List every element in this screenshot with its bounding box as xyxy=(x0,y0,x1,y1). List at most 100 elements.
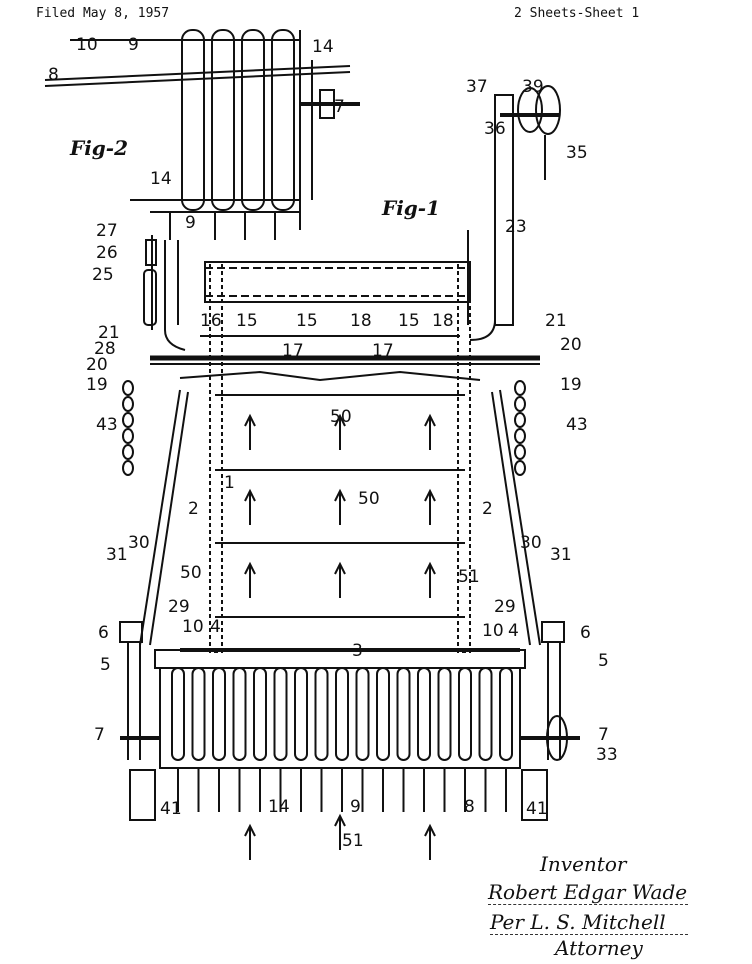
reference-numeral: 23 xyxy=(505,217,527,237)
reference-numeral: 35 xyxy=(566,143,588,163)
reference-numeral: 9 xyxy=(128,35,139,55)
reference-numeral: 8 xyxy=(48,65,59,85)
conveyor-arrows xyxy=(244,413,436,860)
reference-numeral: 14 xyxy=(312,37,334,57)
reference-numeral: 15 xyxy=(296,311,318,331)
reference-numeral: 10 xyxy=(76,35,98,55)
reference-numeral: 1 xyxy=(224,473,235,493)
reference-numeral: 15 xyxy=(398,311,420,331)
flow-arrow xyxy=(244,823,256,860)
fig2-comb-detail xyxy=(44,29,360,240)
reference-numeral: 14 xyxy=(268,797,290,817)
flow-arrow xyxy=(244,561,256,598)
chain-link xyxy=(514,380,526,396)
reference-numeral: 17 xyxy=(372,341,394,361)
drive-arm xyxy=(469,85,561,341)
flow-arrow xyxy=(424,823,436,860)
reference-numeral: 5 xyxy=(100,655,111,675)
reference-numeral: 8 xyxy=(464,797,475,817)
roller-fin xyxy=(212,667,226,761)
roller-fin xyxy=(191,667,206,761)
flow-arrow xyxy=(244,488,256,525)
reference-numeral: 3 xyxy=(352,641,363,661)
reference-numeral: 29 xyxy=(168,597,190,617)
roller-fin xyxy=(232,667,247,761)
attorney-label: Attorney xyxy=(555,936,643,960)
roller-fin xyxy=(437,667,452,761)
flow-arrow xyxy=(334,813,346,850)
reference-numeral: 33 xyxy=(596,745,618,765)
roller-fin xyxy=(417,667,431,761)
flow-arrow xyxy=(424,488,436,525)
chain-link xyxy=(122,380,134,396)
reference-numeral: 19 xyxy=(560,375,582,395)
chain-link xyxy=(514,428,526,444)
flow-arrow xyxy=(334,488,346,525)
reference-numeral: 43 xyxy=(566,415,588,435)
side-posts xyxy=(143,230,469,351)
roller-fin xyxy=(294,667,308,761)
filing-date: Filed May 8, 1957 xyxy=(36,6,170,21)
reference-numeral: 50 xyxy=(180,563,202,583)
reference-numeral: 27 xyxy=(96,221,118,241)
roller-fin xyxy=(396,667,411,761)
reference-numeral: 41 xyxy=(526,799,548,819)
flow-arrow xyxy=(424,413,436,450)
roller-fin xyxy=(458,667,472,761)
reference-numeral: 21 xyxy=(545,311,567,331)
flow-arrow xyxy=(244,413,256,450)
reference-numeral: 7 xyxy=(334,97,345,117)
chain-link xyxy=(122,444,134,460)
reference-numeral: 19 xyxy=(86,375,108,395)
reference-numeral: 30 xyxy=(128,533,150,553)
roller-fin xyxy=(273,667,288,761)
reference-numeral: 4 xyxy=(210,617,221,637)
hanging-chains xyxy=(122,380,526,476)
reference-numeral: 51 xyxy=(342,831,364,851)
reference-numeral: 7 xyxy=(94,725,105,745)
sheet-number: 2 Sheets-Sheet 1 xyxy=(514,6,640,21)
attorney-name: Per L. S. Mitchell xyxy=(490,910,688,935)
roller-fin xyxy=(499,667,513,761)
reference-numeral: 18 xyxy=(432,311,454,331)
reference-numeral: 5 xyxy=(598,651,609,671)
chain-link xyxy=(514,460,526,476)
chain-link xyxy=(122,428,134,444)
reference-numeral: 4 xyxy=(508,621,519,641)
inventor-name: Robert Edgar Wade xyxy=(488,880,688,905)
flow-arrow xyxy=(334,413,346,450)
roller-assembly xyxy=(119,621,580,821)
reference-numeral: 37 xyxy=(466,77,488,97)
flow-arrow xyxy=(334,561,346,598)
roller-fin xyxy=(355,667,370,761)
reference-numeral: 10 xyxy=(182,617,204,637)
reference-numeral: 9 xyxy=(185,213,196,233)
reference-numeral: 6 xyxy=(580,623,591,643)
reference-numeral: 30 xyxy=(520,533,542,553)
reference-numeral: 20 xyxy=(560,335,582,355)
chain-link xyxy=(514,444,526,460)
reference-numeral: 28 xyxy=(94,339,116,359)
inventor-label: Inventor xyxy=(540,852,627,876)
reference-numeral: 36 xyxy=(484,119,506,139)
reference-numeral: 50 xyxy=(358,489,380,509)
reference-numeral: 18 xyxy=(350,311,372,331)
reference-numeral: 41 xyxy=(160,799,182,819)
reference-numeral: 26 xyxy=(96,243,118,263)
reference-numeral: 2 xyxy=(482,499,493,519)
reference-numeral: 43 xyxy=(96,415,118,435)
reference-numeral: 31 xyxy=(550,545,572,565)
roller-fin xyxy=(335,667,349,761)
chain-link xyxy=(514,412,526,428)
reference-numeral: 29 xyxy=(494,597,516,617)
reference-numeral: 50 xyxy=(330,407,352,427)
reference-numeral: 2 xyxy=(188,499,199,519)
reference-numeral: 31 xyxy=(106,545,128,565)
reference-numeral: 20 xyxy=(86,355,108,375)
roller-fin xyxy=(376,667,390,761)
reference-numeral: 10 xyxy=(482,621,504,641)
chain-link xyxy=(122,412,134,428)
reference-numeral: 14 xyxy=(150,169,172,189)
